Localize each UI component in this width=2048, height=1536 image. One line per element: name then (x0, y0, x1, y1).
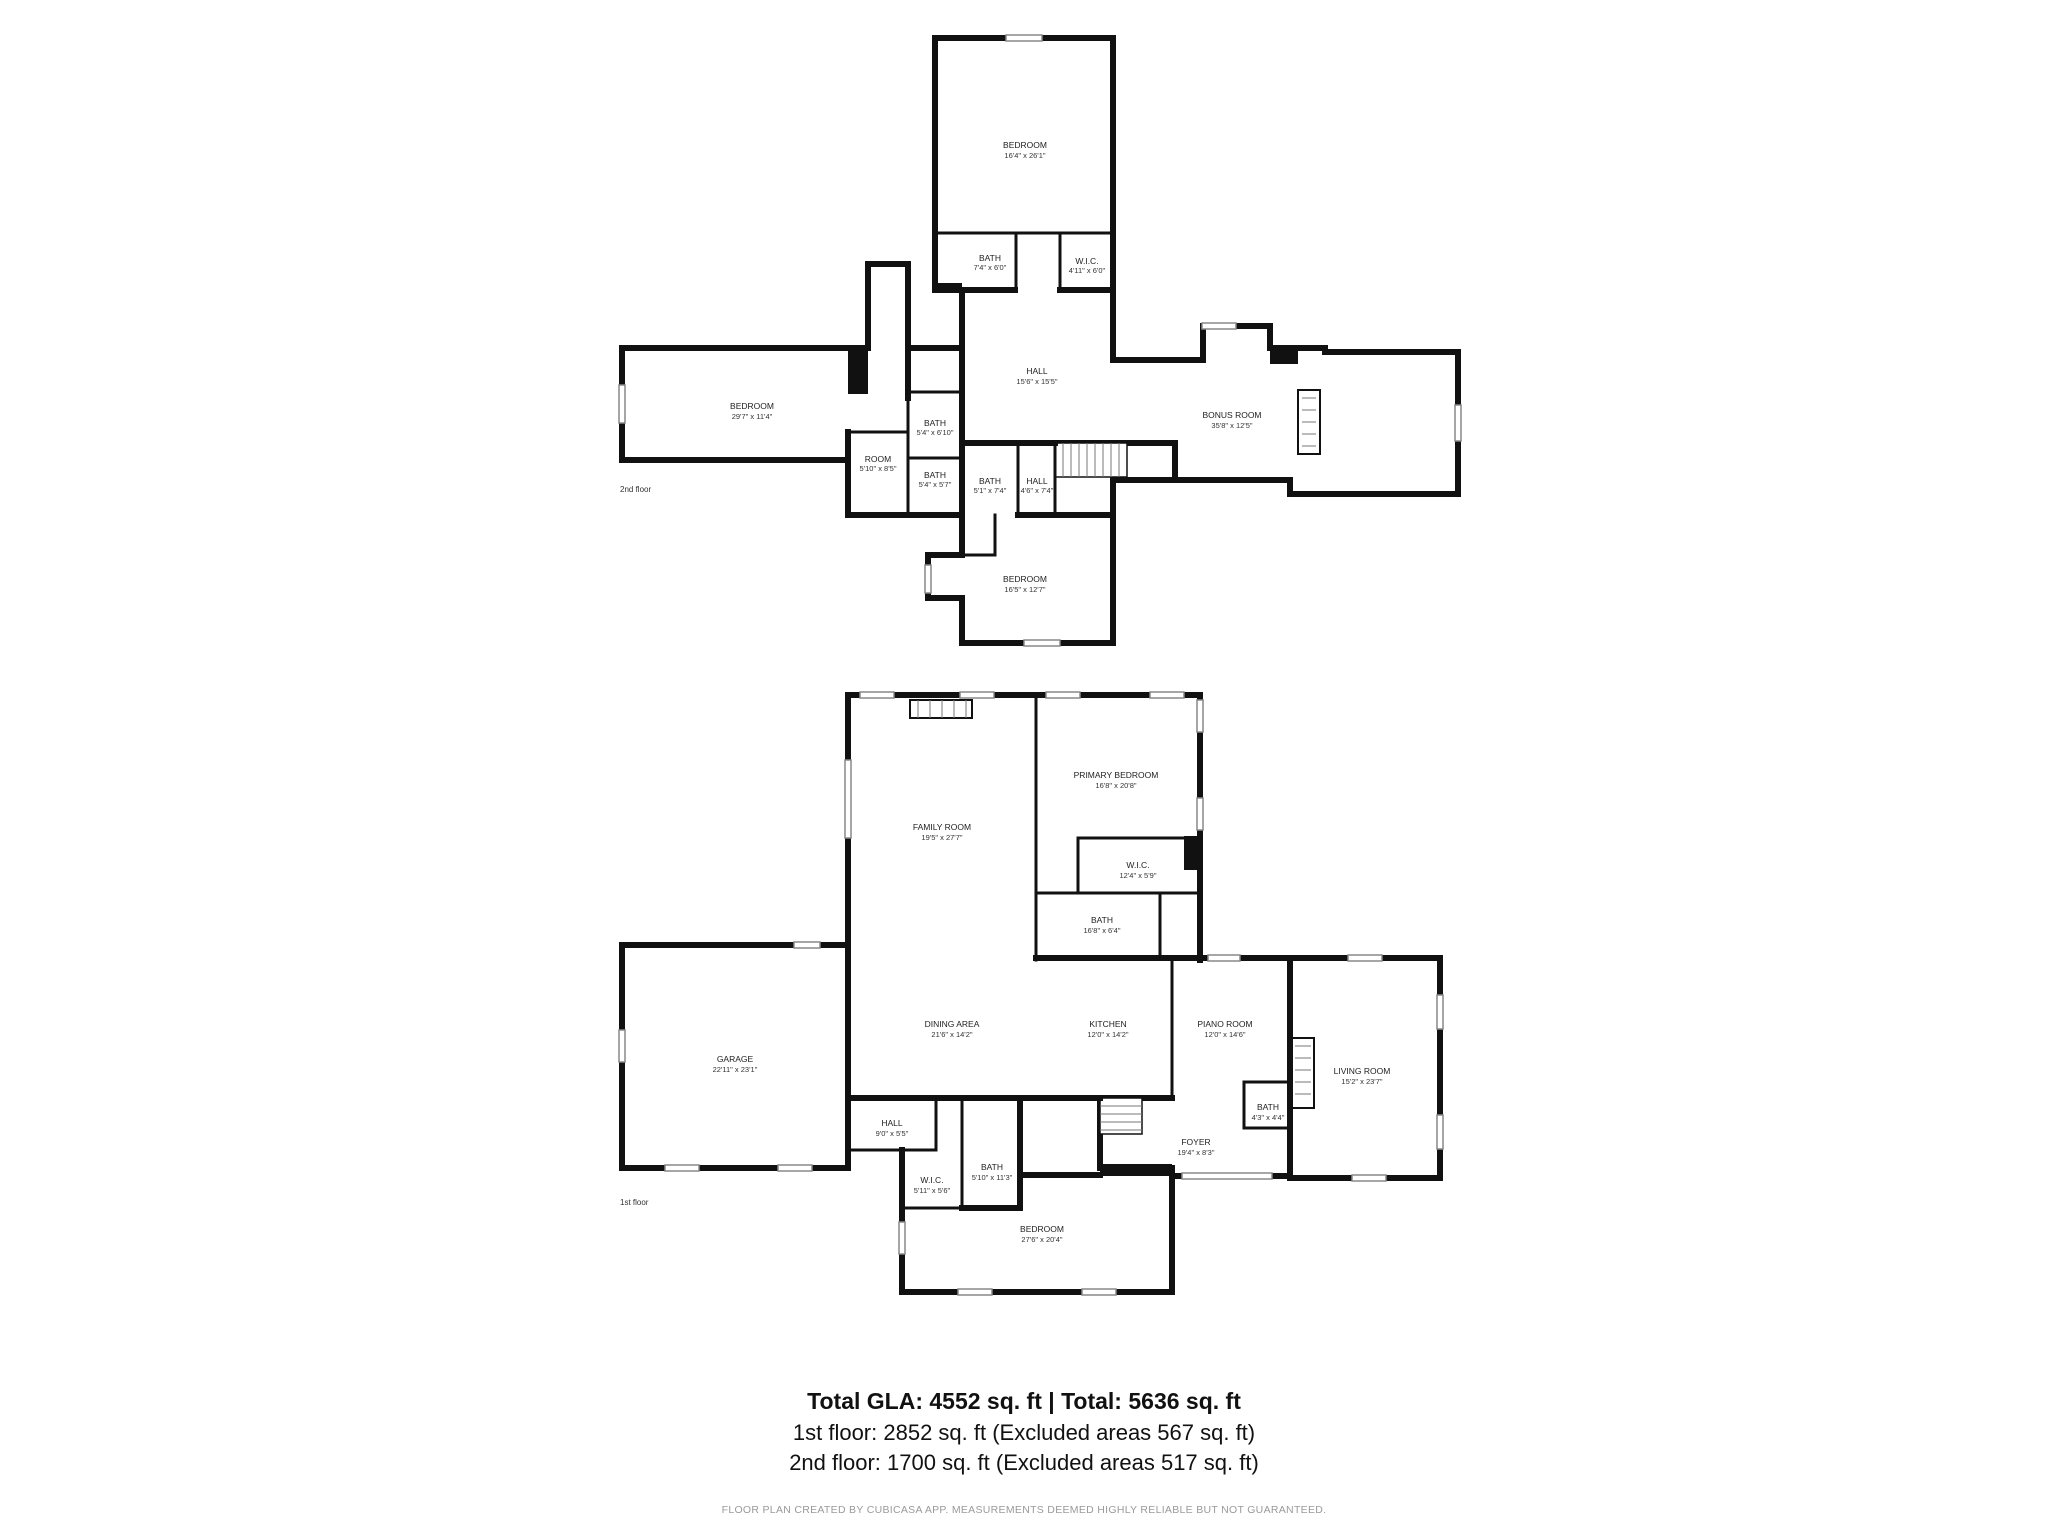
room-label: FAMILY ROOM (913, 822, 971, 832)
room-dims: 12'0" x 14'2" (1087, 1030, 1128, 1039)
room-dims: 7'4" x 6'0" (974, 263, 1007, 272)
room-dims: 12'0" x 14'6" (1204, 1030, 1245, 1039)
room-dims: 5'10" x 8'5" (860, 464, 897, 473)
room-label: KITCHEN (1089, 1019, 1126, 1029)
room-label: BEDROOM (1003, 140, 1047, 150)
area-summary-title: Total GLA: 4552 sq. ft | Total: 5636 sq.… (807, 1388, 1241, 1414)
room-label: HALL (1026, 366, 1048, 376)
room-label: BATH (981, 1162, 1003, 1172)
room-dims: 12'4" x 5'9" (1120, 871, 1157, 880)
room-label: BATH (1257, 1102, 1279, 1112)
room-label: FOYER (1181, 1137, 1210, 1147)
floor-label: 2nd floor (620, 485, 651, 494)
room-dims: 19'5" x 27'7" (921, 833, 962, 842)
room-dims: 16'8" x 6'4" (1084, 926, 1121, 935)
room-label: BEDROOM (1003, 574, 1047, 584)
room-dims: 5'1" x 7'4" (974, 486, 1007, 495)
area-summary-second-floor: 2nd floor: 1700 sq. ft (Excluded areas 5… (789, 1450, 1259, 1475)
room-label: LIVING ROOM (1334, 1066, 1391, 1076)
room-label: DINING AREA (925, 1019, 980, 1029)
room-label: BATH (979, 253, 1001, 263)
room-label: ROOM (865, 454, 891, 464)
room-dims: 9'0" x 5'5" (876, 1129, 909, 1138)
room-dims: 29'7" x 11'4" (732, 412, 773, 421)
room-label: PRIMARY BEDROOM (1074, 770, 1159, 780)
room-label: W.I.C. (1126, 860, 1149, 870)
room-dims: 4'6" x 7'4" (1021, 486, 1054, 495)
room-label: W.I.C. (1075, 256, 1098, 266)
room-dims: 4'11" x 6'0" (1069, 266, 1106, 275)
floor-label: 1st floor (620, 1198, 649, 1207)
room-label: W.I.C. (920, 1175, 943, 1185)
room-label: BEDROOM (1020, 1224, 1064, 1234)
room-label: BONUS ROOM (1202, 410, 1261, 420)
room-dims: 19'4" x 8'3" (1178, 1148, 1215, 1157)
room-label: HALL (1026, 476, 1048, 486)
second-floor-plan: BEDROOM 16'4" x 26'1" BATH 7'4" x 6'0" W… (618, 34, 1462, 647)
room-label: BATH (1091, 915, 1113, 925)
room-label: PIANO ROOM (1197, 1019, 1252, 1029)
room-dims: 5'4" x 6'10" (917, 428, 954, 437)
room-label: HALL (881, 1118, 903, 1128)
room-dims: 5'10" x 11'3" (972, 1173, 1013, 1182)
room-dims: 35'8" x 12'5" (1211, 421, 1252, 430)
room-label: BEDROOM (730, 401, 774, 411)
room-dims: 15'2" x 23'7" (1341, 1077, 1382, 1086)
room-dims: 5'4" x 5'7" (919, 480, 952, 489)
room-dims: 22'11" x 23'1" (713, 1065, 758, 1074)
room-label: BATH (924, 418, 946, 428)
room-dims: 15'6" x 15'5" (1016, 377, 1057, 386)
room-dims: 27'6" x 20'4" (1021, 1235, 1062, 1244)
room-label: GARAGE (717, 1054, 754, 1064)
first-floor-plan: FAMILY ROOM 19'5" x 27'7" PRIMARY BEDROO… (618, 691, 1444, 1296)
room-dims: 5'11" x 5'6" (914, 1186, 951, 1195)
credit-footer: FLOOR PLAN CREATED BY CUBICASA APP. MEAS… (721, 1504, 1327, 1516)
room-dims: 16'4" x 26'1" (1004, 151, 1045, 160)
area-summary-first-floor: 1st floor: 2852 sq. ft (Excluded areas 5… (792, 1420, 1256, 1445)
room-dims: 4'3" x 4'4" (1252, 1113, 1285, 1122)
room-dims: 16'5" x 12'7" (1004, 585, 1045, 594)
room-dims: 16'8" x 20'8" (1095, 781, 1136, 790)
room-dims: 21'6" x 14'2" (931, 1030, 972, 1039)
room-label: BATH (924, 470, 946, 480)
room-label: BATH (979, 476, 1001, 486)
